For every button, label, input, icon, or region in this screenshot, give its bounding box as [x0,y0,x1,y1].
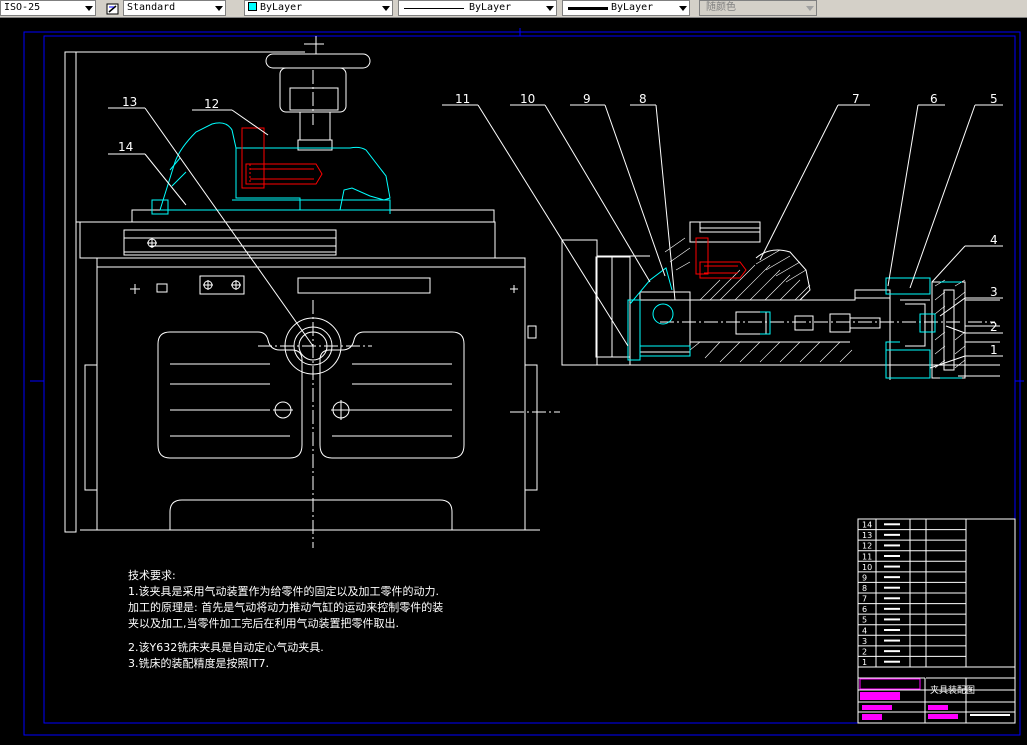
parts-row-name-mark [884,586,900,589]
parts-row-name-mark [884,618,900,621]
parts-row-number: 12 [862,542,872,551]
parts-row-name-mark [884,555,900,557]
drawing-canvas[interactable]: 13 12 14 11 10 9 8 7 6 5 4 3 2 1 1413121… [0,18,1027,745]
drawing-border [23,28,1024,736]
tech-req-line-2: 加工的原理是: 首先是气动将动力推动气缸的运动来控制零件的装 [128,601,444,614]
parts-row-number: 4 [862,626,867,635]
linetype-control-dropdown[interactable]: ByLayer [398,0,557,16]
dimension-style-value: ISO-25 [4,2,41,13]
parts-row-number: 13 [862,531,872,540]
balloon-7: 7 [852,92,860,106]
parts-row-name-mark [884,650,900,653]
properties-toolbar: ISO-25 Standard ByLayer ByLayer ByLayer … [0,0,1027,18]
vise-body-front [151,122,391,215]
parts-row-number: 9 [862,573,867,582]
parts-row-name-mark [884,544,900,547]
chevron-down-icon[interactable] [679,6,687,11]
section-cyan-parts [627,267,962,379]
clamp-part-front [241,127,323,189]
section-view-drawing [561,221,1000,380]
clamp-part-section [695,237,747,279]
parts-row-name-mark [884,629,900,631]
balloon-4: 4 [990,233,998,247]
balloon-2: 2 [990,320,998,334]
parts-row-name-mark [884,576,900,579]
tech-req-line-5: 3.铣床的装配精度是按照IT7. [128,657,269,670]
parts-row-number: 14 [862,521,872,530]
linetype-preview-icon [404,8,464,9]
color-control-value: ByLayer [260,2,303,13]
tech-req-line-3: 夹以及加工,当零件加工完后在利用气动装置把零件取出. [128,617,399,630]
balloon-3: 3 [990,285,998,299]
chevron-down-icon[interactable] [546,6,554,11]
status-area [0,737,1027,745]
parts-row-name-mark [884,607,900,610]
chevron-down-icon[interactable] [85,6,93,11]
balloon-10: 10 [520,92,535,106]
text-style-value: Standard [127,2,176,13]
balloon-14: 14 [118,140,133,154]
parts-row-name-mark [884,533,900,536]
balloon-12: 12 [204,97,219,111]
text-style-icon [106,1,120,15]
parts-row-number: 3 [862,637,867,646]
balloon-leaders [108,104,1003,369]
color-swatch-icon [248,2,257,11]
parts-row-number: 2 [862,647,867,656]
tech-req-line-4: 2.该Y632铣床夹具是自动定心气动夹具. [128,641,324,654]
balloon-numbers: 13 12 14 11 10 9 8 7 6 5 4 3 2 1 [118,92,998,357]
parts-row-number: 11 [862,552,872,561]
lineweight-preview-icon [568,7,608,10]
parts-row-name-mark [884,565,900,568]
technical-requirements: 技术要求: 1.该夹具是采用气动装置作为给零件的固定以及加工零件的动力. 加工的… [128,568,478,672]
balloon-5: 5 [990,92,998,106]
linetype-control-value: ByLayer [469,2,512,13]
tech-req-heading: 技术要求: [128,569,176,582]
parts-row-name-mark [884,597,900,600]
color-control-dropdown[interactable]: ByLayer [244,0,393,16]
balloon-11: 11 [455,92,470,106]
balloon-8: 8 [639,92,647,106]
parts-row-number: 7 [862,595,867,604]
balloon-6: 6 [930,92,938,106]
chevron-down-icon[interactable] [806,6,814,11]
parts-row-name-mark [884,639,900,642]
parts-row-number: 10 [862,563,872,572]
balloon-13: 13 [122,95,137,109]
balloon-9: 9 [583,92,591,106]
plot-style-dropdown[interactable]: 随颜色 [699,0,817,16]
parts-row-number: 5 [862,616,867,625]
chevron-down-icon[interactable] [382,6,390,11]
parts-row-name-mark [884,660,900,663]
parts-row-number: 8 [862,584,867,593]
lineweight-control-value: ByLayer [611,2,654,13]
text-style-dropdown[interactable]: Standard [123,0,226,16]
color-control-content: ByLayer [248,1,302,15]
balloon-1: 1 [990,343,998,357]
parts-row-number: 6 [862,605,867,614]
tech-req-line-1: 1.该夹具是采用气动装置作为给零件的固定以及加工零件的动力. [128,585,439,598]
dimension-style-dropdown[interactable]: ISO-25 [0,0,96,16]
lineweight-control-dropdown[interactable]: ByLayer [562,0,690,16]
front-view-drawing [64,36,560,548]
chevron-down-icon[interactable] [215,6,223,11]
title-block-marks: 夹具装配图 [859,678,1010,720]
parts-row-name-mark [884,523,900,526]
plot-style-value: 随颜色 [706,2,736,13]
drawing-title: 夹具装配图 [930,684,975,696]
parts-row-number: 1 [862,658,867,667]
